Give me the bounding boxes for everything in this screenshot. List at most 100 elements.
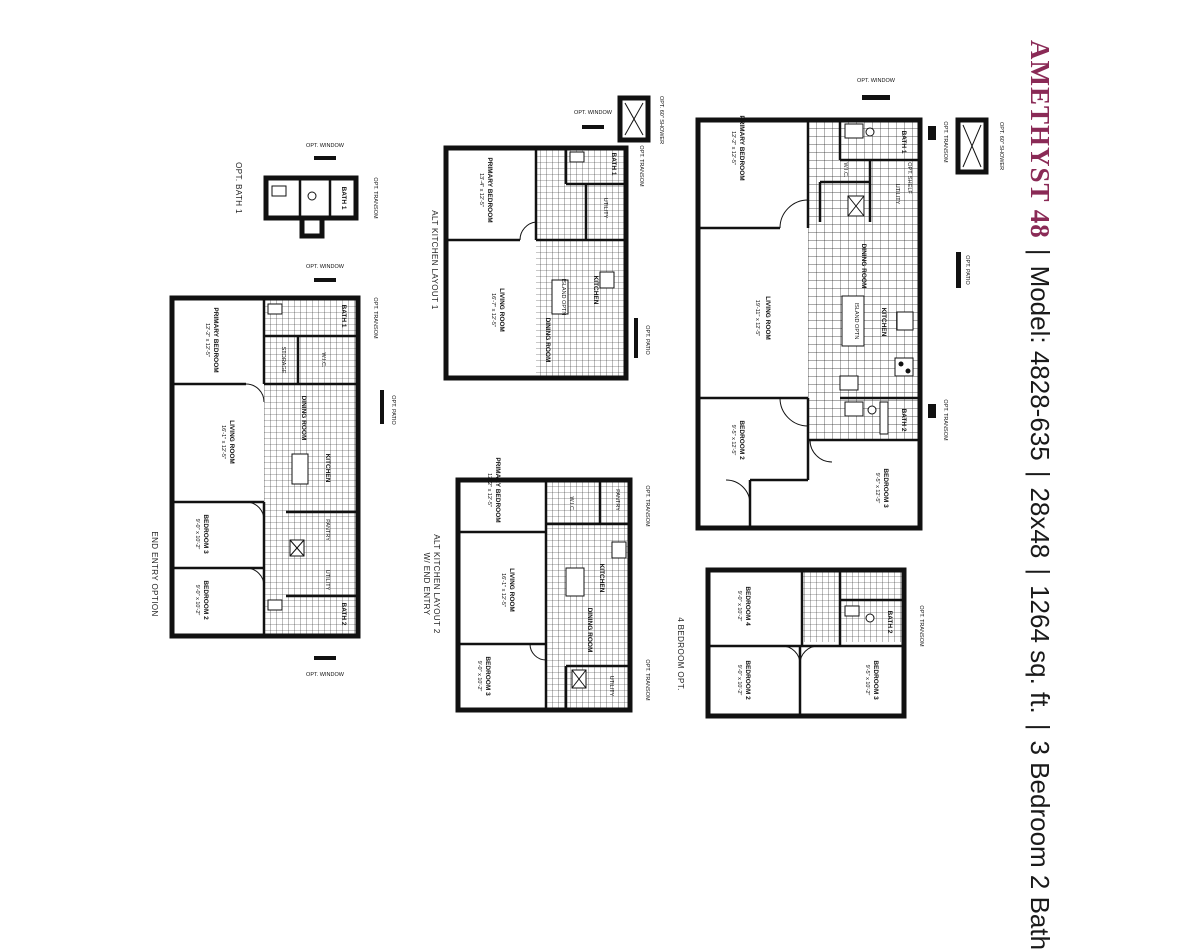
bed-bath-count: 3 Bedroom 2 Bath	[1025, 741, 1055, 950]
main-bed3-label: BEDROOM 3	[882, 468, 889, 508]
main-opt-transom-2: OPT. TRANSOM	[942, 399, 948, 441]
end-bath2-label: BATH 2	[340, 603, 347, 626]
four-bedroom-option: BEDROOM 4 9'-0" x 10'-2" BEDROOM 2 9'-0"…	[676, 570, 924, 716]
main-floor-plan: PRIMARY BEDROOM 12'-2" x 12'-5" LIVING R…	[698, 78, 1004, 528]
alt1-living-dim: 16'-7" x 12'-5"	[490, 293, 496, 327]
four-bed4-label: BEDROOM 4	[744, 586, 751, 626]
end-pantry-label: PANTRY	[324, 519, 330, 541]
main-opt-transom-1: OPT. TRANSOM	[942, 121, 948, 163]
end-bed2-dim: 9'-0" x 10'-2"	[194, 585, 200, 616]
alt1-island-label: ISLAND OPTN	[560, 279, 566, 316]
alt1-bath1-label: BATH 1	[610, 153, 617, 176]
four-bed3-dim: 9'-5" x 10'-2"	[864, 665, 870, 696]
main-bed2-dim: 9'-5" x 12'-5"	[730, 425, 736, 456]
main-wic-label: W.I.C.	[842, 163, 848, 178]
alt1-opt-window: OPT. WINDOW	[574, 110, 613, 116]
end-living-dim: 16'-1" x 12'-5"	[220, 425, 226, 459]
alt1-caption: ALT KITCHEN LAYOUT 1	[430, 210, 439, 310]
alt1-opt-patio: OPT. PATIO	[644, 325, 650, 355]
four-bed2-dim: 9'-0" x 10'-2"	[736, 665, 742, 696]
alt2-living-dim: 16'-1" x 12'-5"	[500, 573, 506, 607]
alt1-primary-dim: 13'-4" x 12'-5"	[478, 173, 484, 207]
end-wic-label: W.I.C.	[320, 353, 326, 368]
optbath-caption: OPT. BATH 1	[234, 162, 243, 214]
four-bed3-label: BEDROOM 3	[872, 660, 879, 700]
alt1-living-label: LIVING ROOM	[498, 288, 505, 332]
four-bed4-dim: 9'-0" x 10'-2"	[736, 591, 742, 622]
main-utility-label: UTILITY	[894, 184, 900, 205]
end-opt-window-top: OPT. WINDOW	[306, 264, 345, 270]
main-kitchen-label: KITCHEN	[880, 308, 887, 337]
alt2-bed3-dim: 9'-0" x 10'-2"	[476, 661, 482, 692]
alt2-dining-label: DINING ROOM	[586, 608, 593, 653]
alt2-caption-1: ALT KITCHEN LAYOUT 2	[432, 534, 441, 634]
alt2-utility-label: UTILITY	[608, 676, 614, 697]
alt2-opt-transom-2: OPT. TRANSOM	[644, 659, 650, 701]
main-living-label: LIVING ROOM	[764, 296, 771, 340]
main-primary-dim: 12'-2" x 12'-5"	[730, 131, 736, 165]
main-living-dim: 19'-11" x 12'-5"	[754, 300, 760, 337]
end-primary-dim: 12'-2" x 12'-5"	[204, 323, 210, 357]
end-living-label: LIVING ROOM	[228, 420, 235, 464]
alt2-opt-transom-1: OPT. TRANSOM	[644, 485, 650, 527]
main-island	[842, 296, 864, 346]
main-opt-window: OPT. WINDOW	[857, 78, 896, 84]
end-utility-label: UTILITY	[324, 570, 330, 591]
end-entry-option: PRIMARY BEDROOM 12'-2" x 12'-5" LIVING R…	[150, 264, 396, 678]
end-opt-window-bottom: OPT. WINDOW	[306, 672, 345, 678]
title-separator: |	[1025, 568, 1055, 575]
main-opt-patio: OPT. PATIO	[964, 255, 970, 285]
main-bath1-label: BATH 1	[900, 131, 907, 154]
main-bed2-label: BEDROOM 2	[738, 420, 745, 460]
main-primary-label: PRIMARY BEDROOM	[738, 115, 745, 180]
alt-kitchen-layout-2: PRIMARY BEDROOM 12'-2" x 12'-5" LIVING R…	[422, 457, 650, 710]
title-separator: |	[1025, 471, 1055, 478]
four-bed2-label: BEDROOM 2	[744, 660, 751, 700]
model-number: Model: 4828-635	[1025, 266, 1055, 461]
main-bath2-label: BATH 2	[900, 409, 907, 432]
brand-name: AMETHYST 48	[1025, 40, 1055, 239]
end-opt-patio: OPT. PATIO	[390, 395, 396, 425]
optbath-opt-transom: OPT. TRANSOM	[372, 177, 378, 219]
title-separator: |	[1025, 724, 1055, 731]
end-opt-transom: OPT. TRANSOM	[372, 297, 378, 339]
main-dining-label: DINING ROOM	[860, 244, 867, 289]
alt1-utility-label: UTILITY	[602, 198, 608, 219]
main-island-label: ISLAND OPTN	[853, 303, 859, 340]
alt1-opt-transom: OPT. TRANSOM	[638, 145, 644, 187]
alt2-primary-dim: 12'-2" x 12'-5"	[486, 473, 492, 507]
alt1-dining-label: DINING ROOM	[544, 318, 551, 363]
alt2-kitchen-label: KITCHEN	[598, 564, 605, 593]
main-opt-shower: OPT. 60" SHOWER	[998, 122, 1004, 170]
four-bath2-label: BATH 2	[886, 611, 893, 634]
page-title: AMETHYST 48 | Model: 4828-635 | 28x48 | 1264 s…	[1010, 40, 1070, 780]
alt1-opt-shower: OPT. 60" SHOWER	[658, 96, 664, 144]
optbath-bath1-label: BATH 1	[340, 187, 347, 210]
end-storage-label: STORAGE	[280, 347, 286, 374]
alt2-caption-2: W/ END ENTRY	[422, 553, 431, 616]
opt-bath-1: BATH 1 OPT. WINDOW OPT. TRANSOM OPT. BAT…	[234, 143, 378, 236]
optbath-opt-window: OPT. WINDOW	[306, 143, 345, 149]
end-caption: END ENTRY OPTION	[150, 531, 159, 616]
alt1-kitchen-label: KITCHEN	[592, 276, 599, 305]
main-bed3-dim: 9'-5" x 12'-5"	[874, 473, 880, 504]
end-dining-label: DINING ROOM	[300, 396, 307, 441]
end-bath1-label: BATH 1	[340, 305, 347, 328]
square-footage: 1264 sq. ft.	[1025, 585, 1055, 714]
alt-kitchen-layout-1: PRIMARY BEDROOM 13'-4" x 12'-5" LIVING R…	[430, 96, 664, 378]
end-bed3-dim: 9'-0" x 10'-2"	[194, 519, 200, 550]
four-caption: 4 BEDROOM OPT.	[676, 617, 685, 691]
alt1-primary-label: PRIMARY BEDROOM	[486, 157, 493, 222]
alt2-bed3-label: BEDROOM 3	[484, 656, 491, 696]
end-bed3-label: BEDROOM 3	[202, 514, 209, 554]
end-kitchen-label: KITCHEN	[324, 454, 331, 483]
alt2-living-label: LIVING ROOM	[508, 568, 515, 612]
main-shelf-label: OPT. SHELF	[906, 162, 912, 194]
four-opt-transom: OPT. TRANSOM	[918, 605, 924, 647]
end-primary-label: PRIMARY BEDROOM	[212, 307, 219, 372]
alt2-wic-label: W.I.C.	[568, 497, 574, 512]
title-separator: |	[1025, 249, 1055, 256]
alt2-pantry-label: PANTRY	[614, 489, 620, 511]
home-size: 28x48	[1025, 487, 1055, 558]
end-bed2-label: BEDROOM 2	[202, 580, 209, 620]
